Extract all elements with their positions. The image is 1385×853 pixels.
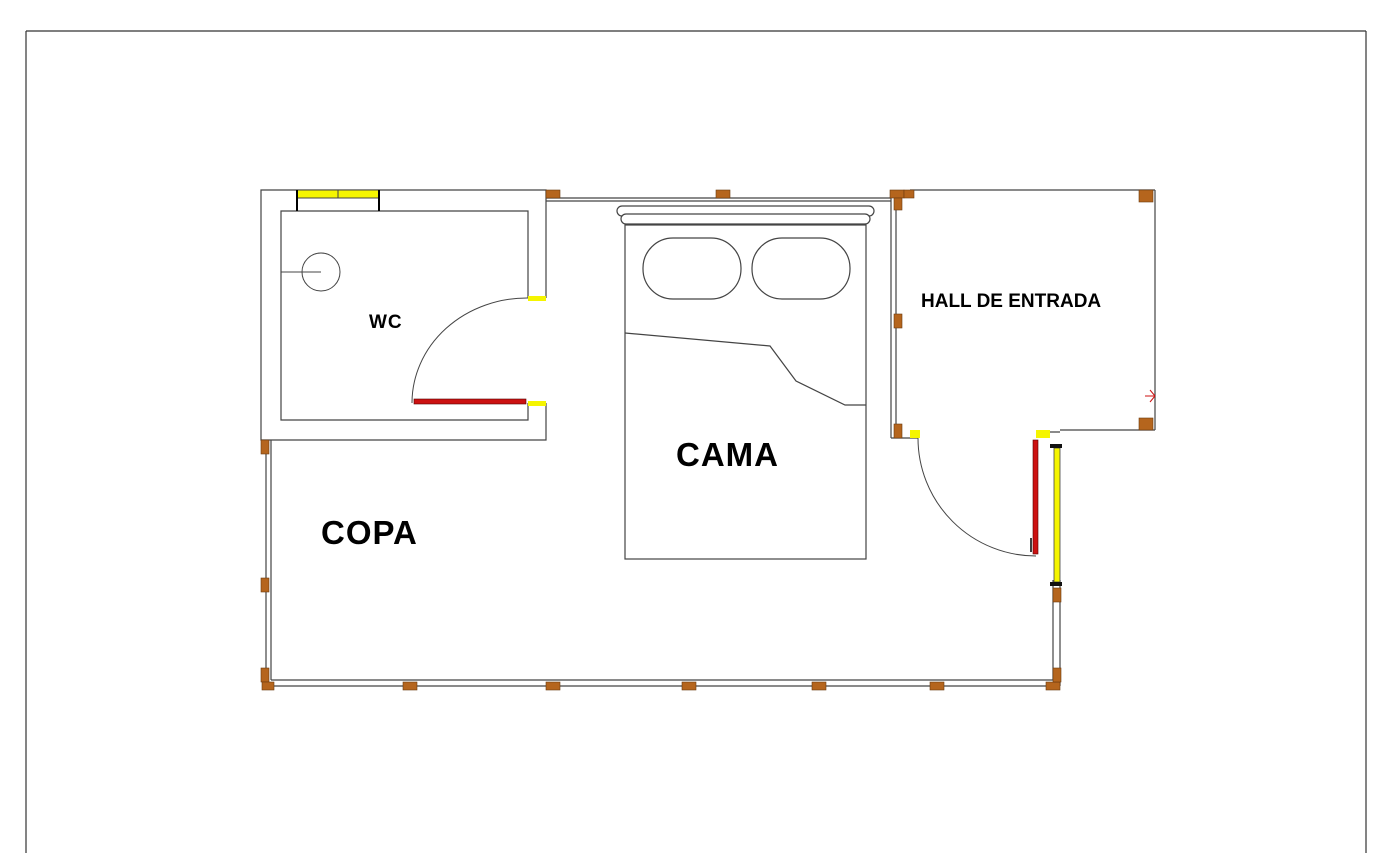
pillow-right [751, 237, 851, 300]
hall-walls [890, 189, 1156, 439]
room-label-hall: HALL DE ENTRADA [921, 291, 1101, 312]
sheet-frame [25, 30, 1367, 853]
pillow-left [642, 237, 742, 300]
room-label-wc: WC [369, 312, 403, 333]
room-label-cama: CAMA [676, 436, 779, 473]
hall-door-marker [1145, 389, 1156, 403]
bed-sheet-fold [624, 332, 866, 406]
room-label-copa: COPA [321, 514, 418, 551]
entrance-door [910, 430, 1062, 586]
toilet-fixture [281, 252, 341, 292]
wc-window [296, 189, 380, 211]
structural-posts [260, 189, 1154, 691]
wc-door [411, 296, 546, 406]
bed [616, 205, 875, 560]
